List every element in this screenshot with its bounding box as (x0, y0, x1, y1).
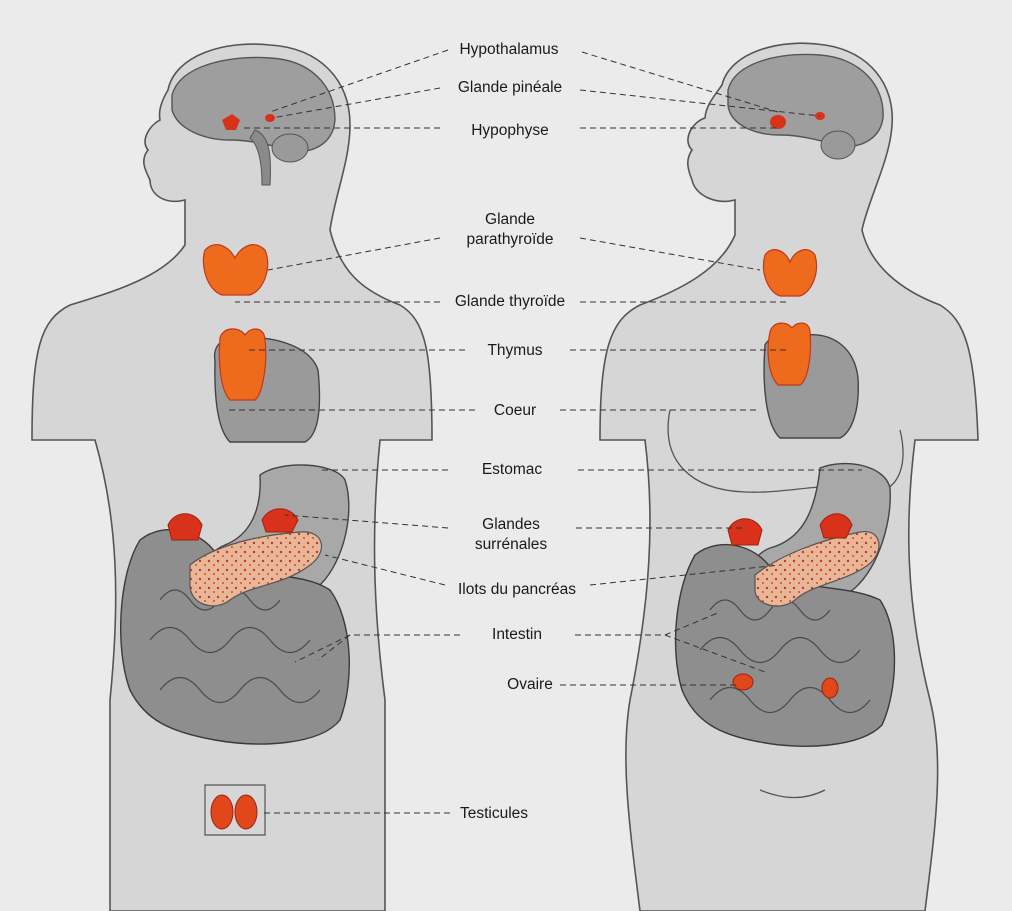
label-heart: Coeur (493, 402, 537, 419)
label-thymus: Thymus (487, 342, 543, 359)
label-parathyroid-line1: Glande (485, 211, 535, 228)
label-pancreas-islets: Ilots du pancréas (457, 581, 577, 598)
female-adrenal-gland-left (727, 518, 763, 546)
female-thyroid-gland (762, 249, 818, 297)
label-intestine: Intestin (492, 626, 542, 643)
female-brain (727, 53, 884, 147)
female-intestine-folds (699, 599, 871, 714)
female-figure (599, 42, 979, 911)
label-adrenal-line2: surrénales (474, 536, 548, 553)
male-thymus-gland (218, 328, 267, 401)
male-pancreas-islets (190, 531, 322, 606)
female-ovary-left (732, 673, 754, 691)
label-hypothalamus: Hypothalamus (459, 41, 559, 58)
leader-lines (228, 49, 862, 814)
label-ovary: Ovaire (507, 676, 553, 693)
female-adrenal-gland-right (819, 513, 853, 539)
male-hypothalamus-gland (222, 114, 240, 130)
label-pineal-gland: Glande pinéale (457, 79, 563, 96)
label-stomach: Estomac (481, 461, 543, 478)
male-brainstem (249, 129, 271, 186)
female-thymus-gland (767, 322, 812, 386)
female-body-silhouette (599, 42, 979, 911)
female-ovary-right (821, 677, 839, 699)
male-figure (31, 43, 433, 911)
male-body-silhouette (31, 43, 433, 911)
male-adrenal-gland-left (167, 513, 203, 541)
label-thyroid-gland: Glande thyroïde (454, 293, 566, 310)
male-cerebellum (271, 133, 309, 163)
male-testicle-right (234, 794, 258, 830)
female-pelvis-line (759, 789, 826, 799)
label-adrenal-line1: Glandes (482, 516, 540, 533)
male-thyroid-gland (202, 244, 269, 296)
female-cerebellum (820, 130, 856, 160)
label-parathyroid-line2: parathyroïde (466, 231, 554, 248)
female-pancreas-islets (755, 531, 879, 607)
male-testicle-left (210, 794, 234, 830)
male-scrotum-outline (204, 784, 266, 836)
male-adrenal-gland-right (261, 508, 299, 533)
female-breast-line (667, 409, 904, 493)
female-hypothalamus-gland (770, 115, 786, 129)
label-hypophyse: Hypophyse (471, 122, 549, 139)
label-testicles: Testicules (459, 805, 529, 822)
male-pineal-gland (265, 114, 275, 122)
